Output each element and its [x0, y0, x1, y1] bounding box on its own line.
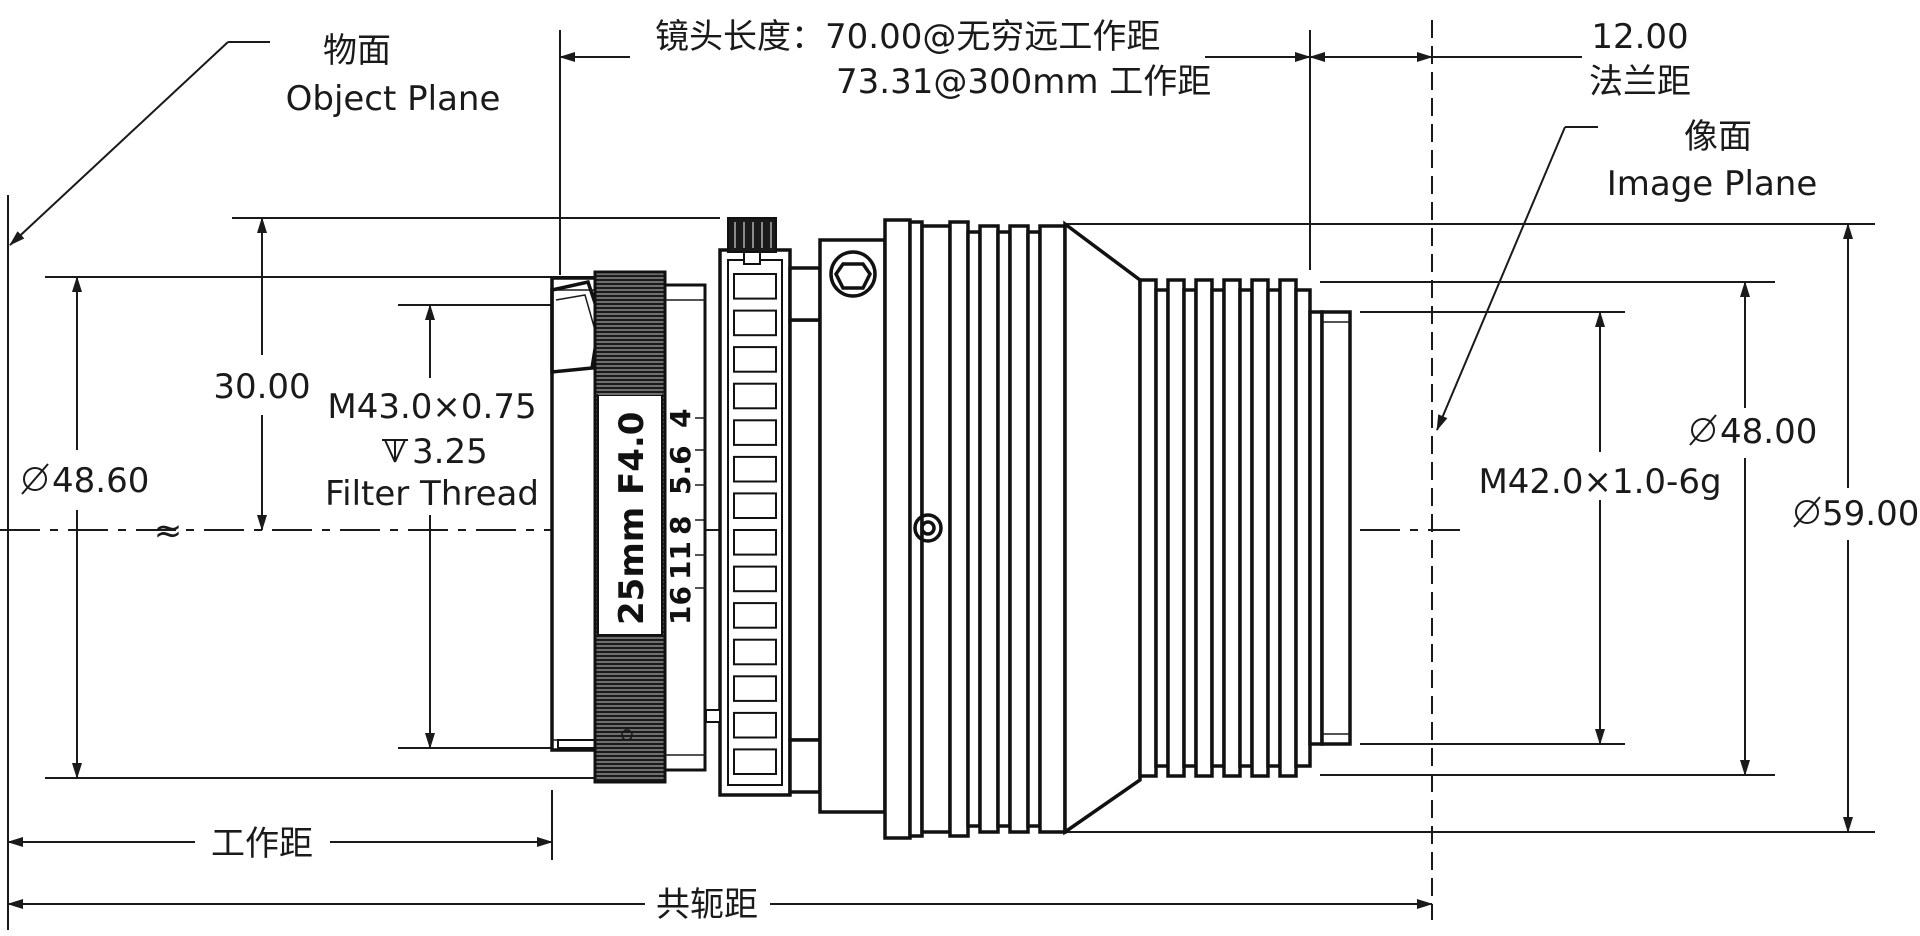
aperture-scale: 16 11 8 5.6 4 [664, 409, 697, 625]
aperture-5-6: 5.6 [664, 445, 697, 495]
dim-d5900-text: 59.00 [1822, 494, 1919, 534]
flange-distance-label: 法兰距 [1589, 62, 1691, 102]
dim-30-text: 30.00 [213, 367, 310, 407]
aperture-16: 16 [664, 586, 697, 625]
object-plane [7, 41, 270, 930]
lens-body [550, 217, 1352, 840]
dim-d4800-line [1320, 281, 1775, 776]
diameter-symbol-3 [1793, 496, 1821, 528]
hex-screw [829, 250, 877, 298]
set-screw [913, 513, 943, 543]
lens-length-dimension [559, 30, 1311, 275]
grip-segment [733, 565, 777, 593]
grip-segment [733, 602, 777, 629]
image-plane [1431, 20, 1598, 920]
lens-length-text-1: 镜头长度：70.00@无穷远工作距 [655, 17, 1160, 57]
mount-thread-dimension [1360, 311, 1625, 745]
diameter-symbol [21, 463, 49, 495]
filter-thread-text-3: Filter Thread [325, 474, 539, 514]
dim-d4860-text: 48.60 [52, 461, 149, 501]
grip-segment [733, 748, 777, 776]
working-distance-label: 工作距 [211, 824, 313, 864]
filter-thread-depth: 3.25 [412, 432, 488, 472]
diameter-symbol-2 [1689, 414, 1717, 446]
image-plane-label-en: Image Plane [1607, 164, 1818, 204]
grip-segment [733, 675, 777, 702]
working-distance-dimension [7, 790, 553, 860]
grip-segment [733, 529, 777, 556]
grip-segment [733, 638, 777, 666]
filter-thread-text-1: M43.0×0.75 [327, 387, 536, 427]
grip-segment [733, 419, 777, 446]
grip-segment [733, 273, 777, 300]
lens-marking: 25mm F4.0 [612, 412, 652, 625]
aperture-ring-grips [733, 273, 777, 776]
grip-segment [733, 492, 777, 519]
grip-segment [733, 309, 777, 337]
flange-distance-value: 12.00 [1591, 17, 1688, 57]
grip-segment [733, 346, 777, 373]
dim-d5900-line [1065, 223, 1875, 833]
dim-d4860-line [45, 276, 595, 779]
aperture-ticks [695, 417, 705, 589]
depth-symbol [382, 439, 408, 463]
approx-symbol: ≈ [154, 511, 183, 551]
rear-fins [1138, 278, 1312, 778]
image-plane-label-cn: 像面 [1684, 117, 1752, 157]
object-plane-label-en: Object Plane [286, 79, 501, 119]
grip-segment [733, 382, 777, 410]
dim-30-line [232, 217, 720, 531]
mount-thread-text: M42.0×1.0-6g [1478, 462, 1721, 502]
object-plane-label-cn: 物面 [323, 31, 391, 71]
aperture-8: 8 [664, 516, 697, 535]
dim-d4800-text: 48.00 [1720, 412, 1817, 452]
aperture-4: 4 [664, 409, 697, 428]
lens-length-text-2: 73.31@300mm 工作距 [836, 62, 1211, 102]
aperture-11: 11 [664, 541, 697, 580]
grip-segment [733, 711, 777, 739]
grip-segment [733, 455, 777, 483]
conjugate-distance-label: 共轭距 [656, 885, 758, 925]
